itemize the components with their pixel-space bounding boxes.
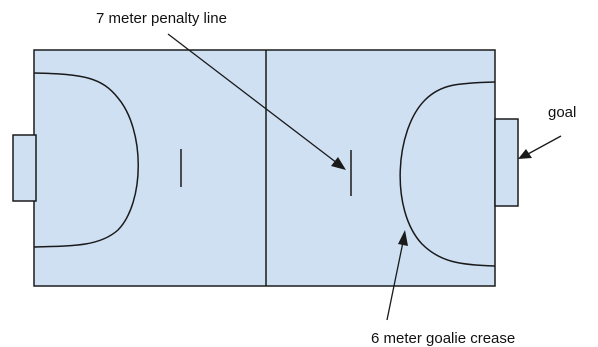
- left-goal: [12, 134, 37, 202]
- goalie-crease-label: 6 meter goalie crease: [371, 330, 515, 347]
- right-goalie-crease: [399, 81, 496, 267]
- penalty-line-label: 7 meter penalty line: [96, 10, 227, 27]
- goal-label: goal: [548, 104, 576, 121]
- right-goal: [494, 118, 519, 207]
- goalie-crease-arrow: [386, 241, 404, 321]
- left-goalie-crease: [33, 72, 139, 248]
- penalty-line-arrow: [167, 33, 338, 164]
- penalty-line-arrowhead: [331, 157, 346, 170]
- goalie-crease-arrowhead: [398, 230, 408, 246]
- goal-arrow: [527, 135, 562, 155]
- court: [33, 49, 496, 287]
- goal-arrowhead: [518, 149, 532, 159]
